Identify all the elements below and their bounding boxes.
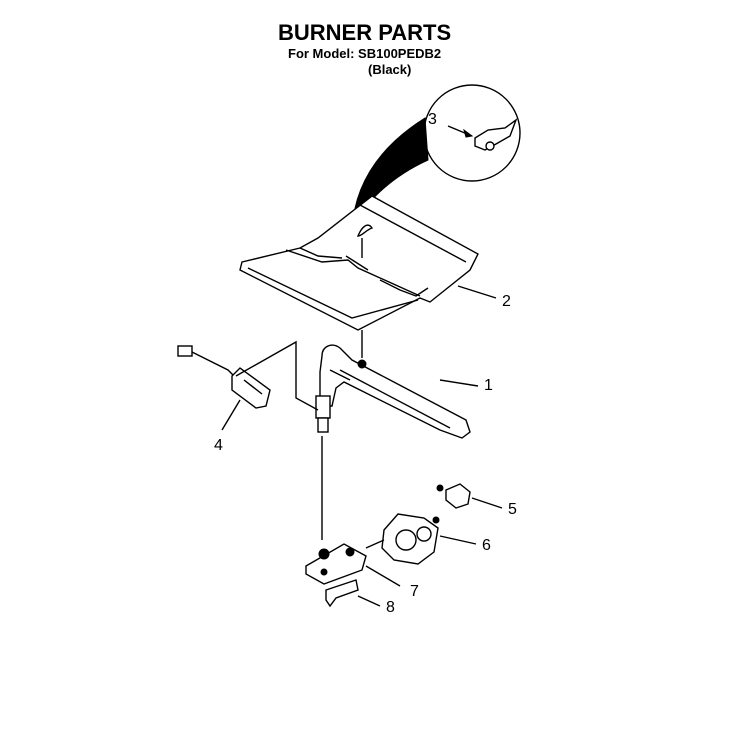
color-label: (Black) xyxy=(368,62,412,77)
part-8-clip xyxy=(325,579,359,608)
part-3-detail xyxy=(351,84,521,231)
callout-8: 8 xyxy=(386,599,395,616)
callout-2: 2 xyxy=(502,293,511,310)
callout-5: 5 xyxy=(508,501,517,518)
part-7-bracket xyxy=(305,539,385,585)
callout-4: 4 xyxy=(214,437,223,454)
model-number: For Model: SB100PEDB2 xyxy=(288,46,442,61)
diagram-title: BURNER PARTS xyxy=(278,20,452,45)
part-2-baffle xyxy=(239,195,479,331)
callout-3: 3 xyxy=(428,111,437,128)
callout-1: 1 xyxy=(484,377,493,394)
callout-6: 6 xyxy=(482,537,491,554)
leader-lines xyxy=(221,285,503,607)
part-4-igniter xyxy=(177,340,319,411)
callout-7: 7 xyxy=(410,583,419,600)
part-6-valve xyxy=(381,513,440,565)
part-1-burner-tube xyxy=(315,330,471,540)
part-5-orifice xyxy=(436,483,471,509)
